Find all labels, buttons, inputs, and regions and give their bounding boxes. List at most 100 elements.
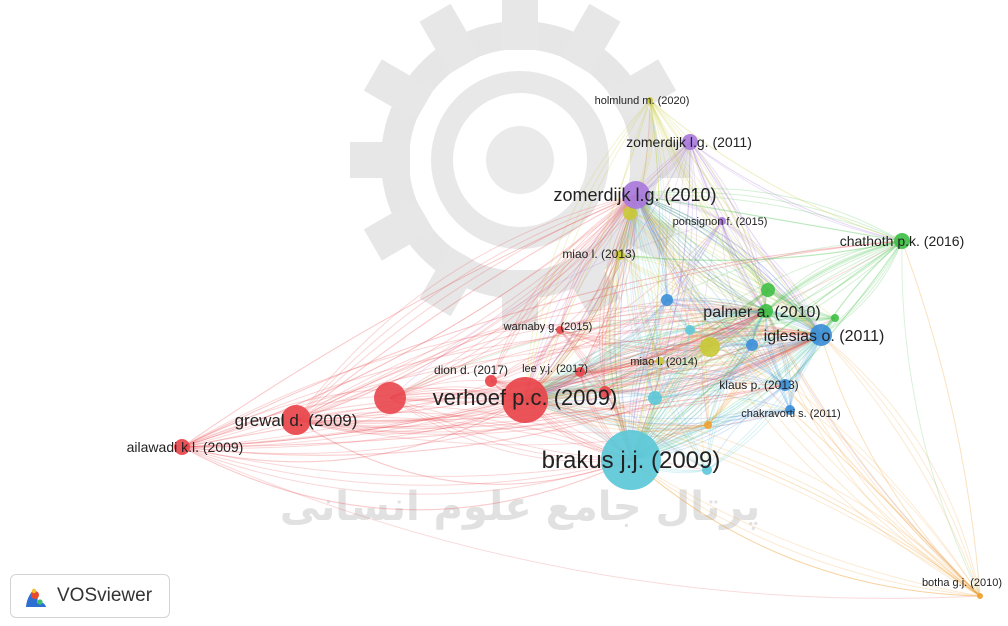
node-label-dion[interactable]: dion d. (2017): [434, 363, 508, 377]
network-node[interactable]: [746, 339, 758, 351]
citation-link: [609, 194, 637, 461]
citation-link: [559, 329, 822, 357]
citation-link: [654, 334, 822, 399]
citation-link: [635, 191, 903, 242]
network-node-zomerdijk2011[interactable]: [682, 134, 698, 150]
citation-link: [765, 310, 981, 597]
citation-link: [635, 194, 981, 597]
citation-link: [524, 99, 651, 401]
citation-link: [689, 310, 767, 331]
network-node-chathoth[interactable]: [894, 233, 910, 249]
citation-link: [649, 99, 767, 312]
node-label-brakus[interactable]: brakus j.j. (2009): [542, 447, 721, 474]
citation-link: [389, 397, 632, 463]
citation-link: [635, 188, 903, 242]
network-node-iglesias[interactable]: [810, 324, 832, 346]
network-node[interactable]: [374, 382, 406, 414]
network-node-grewal[interactable]: [281, 405, 311, 435]
citation-link: [765, 240, 903, 312]
citation-link: [820, 334, 981, 597]
network-node-palmer[interactable]: [759, 304, 773, 318]
node-label-botha[interactable]: botha g.j. (2010): [922, 577, 1002, 589]
citation-link: [629, 212, 767, 312]
network-node[interactable]: [685, 325, 695, 335]
citation-link: [689, 309, 767, 331]
network-node-zomerdijk2010[interactable]: [622, 181, 650, 209]
node-label-miao2013[interactable]: miao l. (2013): [562, 247, 635, 261]
network-node[interactable]: [648, 391, 662, 405]
network-node[interactable]: [599, 386, 611, 398]
citation-link: [295, 194, 637, 421]
citation-link: [604, 334, 822, 393]
network-node-brakus[interactable]: [601, 430, 661, 490]
node-label-chakravorti[interactable]: chakravorti s. (2011): [741, 408, 840, 420]
node-label-holmlund[interactable]: holmlund m. (2020): [595, 95, 690, 107]
citation-link: [689, 310, 767, 331]
node-label-iglesias[interactable]: iglesias o. (2011): [764, 328, 885, 345]
citation-link: [630, 99, 664, 461]
network-node[interactable]: [704, 421, 712, 429]
citation-link: [181, 387, 526, 448]
network-node-miao2013[interactable]: [615, 250, 625, 260]
citation-link: [678, 141, 691, 331]
citation-link: [666, 299, 981, 597]
network-node-miao2014[interactable]: [656, 357, 664, 365]
citation-link: [579, 333, 822, 373]
node-label-warnaby[interactable]: warnaby g. (2015): [503, 321, 593, 333]
network-node-botha[interactable]: [977, 593, 983, 599]
network-node[interactable]: [761, 283, 775, 297]
citation-link: [524, 194, 637, 401]
citation-link: [524, 399, 981, 597]
network-node[interactable]: [700, 337, 720, 357]
citation-link: [700, 346, 711, 471]
node-label-leeyj[interactable]: lee y.j. (2017): [522, 363, 588, 375]
citation-link: [295, 305, 767, 421]
citation-link: [765, 310, 786, 386]
network-node-klaus[interactable]: [779, 379, 791, 391]
network-node-ailawadi[interactable]: [174, 439, 190, 455]
citation-link: [524, 212, 631, 401]
network-node[interactable]: [831, 314, 839, 322]
network-node-leeyj[interactable]: [575, 367, 585, 377]
node-label-zomerdijk2011[interactable]: zomerdijk l.g. (2011): [626, 134, 752, 150]
citation-link: [604, 310, 767, 393]
network-node-warnaby[interactable]: [556, 326, 564, 334]
network-node-verhoef[interactable]: [502, 377, 548, 423]
node-label-chathoth[interactable]: chathoth p.k. (2016): [840, 233, 965, 249]
citation-link: [524, 310, 767, 401]
citation-link: [524, 289, 769, 401]
citation-link: [181, 240, 903, 448]
node-label-verhoef[interactable]: verhoef p.c. (2009): [433, 385, 618, 410]
node-label-grewal[interactable]: grewal d. (2009): [235, 411, 358, 430]
node-label-miao2014[interactable]: miao l. (2014): [630, 356, 697, 368]
citation-link: [604, 310, 767, 393]
node-label-palmer[interactable]: palmer a. (2010): [703, 304, 820, 321]
node-label-klaus[interactable]: klaus p. (2013): [719, 378, 798, 392]
node-label-ailawadi[interactable]: ailawadi k.l. (2009): [127, 439, 244, 455]
citation-link: [689, 141, 822, 336]
citation-link: [630, 141, 691, 461]
node-label-zomerdijk2010[interactable]: zomerdijk l.g. (2010): [553, 185, 716, 205]
network-node-chakravorti[interactable]: [785, 405, 795, 415]
citation-link: [635, 194, 709, 426]
citation-link: [630, 141, 694, 461]
citation-link: [559, 329, 711, 350]
citation-link: [295, 194, 637, 421]
network-node-dion[interactable]: [485, 375, 497, 387]
citation-link: [635, 194, 767, 312]
network-node[interactable]: [623, 206, 637, 220]
citation-link: [524, 399, 708, 471]
citation-link: [707, 334, 822, 426]
citation-link: [635, 194, 767, 312]
citation-link: [604, 334, 822, 394]
network-node[interactable]: [702, 465, 712, 475]
citation-link: [295, 310, 767, 421]
network-node-holmlund[interactable]: [647, 97, 653, 103]
network-node-ponsignon[interactable]: [718, 217, 726, 225]
citation-link: [295, 240, 903, 421]
citation-link: [630, 240, 903, 461]
node-label-ponsignon[interactable]: ponsignon f. (2015): [673, 216, 768, 228]
network-node[interactable]: [661, 294, 673, 306]
citation-link: [181, 446, 632, 495]
